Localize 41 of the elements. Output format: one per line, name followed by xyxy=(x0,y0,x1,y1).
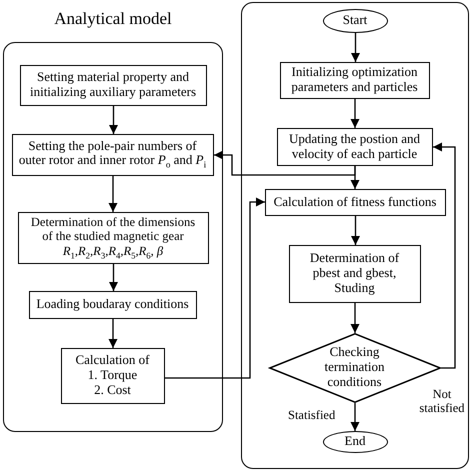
step-text: 1. Torque xyxy=(88,368,138,383)
arrow xyxy=(351,33,360,62)
arrow xyxy=(109,106,118,134)
step-text: Calculation of xyxy=(75,353,150,368)
step-text: Loading boudaray conditions xyxy=(36,297,189,312)
arrow xyxy=(350,403,360,431)
step-text: Determination of pbest and gbest, Studing xyxy=(308,251,400,296)
process-box xyxy=(264,188,446,216)
process-box xyxy=(60,348,164,404)
arrow xyxy=(108,319,118,348)
arrow xyxy=(109,264,118,291)
step-text: End xyxy=(344,434,366,449)
step-text: R$_{1}$,R$_{2}$,R$_{3}$,R$_{4}$,R$_{5}$,R$_{6}$, β xyxy=(62,244,164,260)
arrow xyxy=(214,150,356,176)
arrow xyxy=(433,142,456,369)
terminal-ellipse xyxy=(322,430,388,452)
process-box xyxy=(288,244,420,302)
step-text: Checking termination conditions xyxy=(324,345,386,390)
terminal-ellipse xyxy=(322,8,388,32)
group-panel xyxy=(241,2,469,469)
arrow xyxy=(165,198,265,379)
step-text: Determination of the dimensions of the studied magnetic gear xyxy=(30,214,196,244)
step-text: 2. Cost xyxy=(94,382,131,398)
step-text: Setting material property and initializing auxiliary parameters xyxy=(28,70,198,100)
process-box xyxy=(20,64,206,106)
arrow xyxy=(108,176,118,212)
step-text: Calculation of fitness functions xyxy=(274,194,436,210)
process-box xyxy=(280,62,430,98)
arrow xyxy=(350,303,360,333)
arrow xyxy=(351,216,360,245)
arrow xyxy=(350,99,360,128)
process-box xyxy=(28,290,196,318)
step-text: Initializing optimization parameters and particles xyxy=(290,65,419,95)
edge-label: Statisfied xyxy=(288,408,336,422)
step-text: Setting the pole-pair numbers of outer rotor and inner rotor P$_{o}$ and P$_{i}$ xyxy=(18,138,208,170)
step-text: Updating the postion and velocity of each particle xyxy=(288,132,422,162)
process-box xyxy=(276,128,432,166)
step-text: Start xyxy=(342,13,368,28)
panel-heading: Analytical model xyxy=(53,9,173,29)
process-box xyxy=(18,212,208,264)
process-box xyxy=(12,134,214,176)
